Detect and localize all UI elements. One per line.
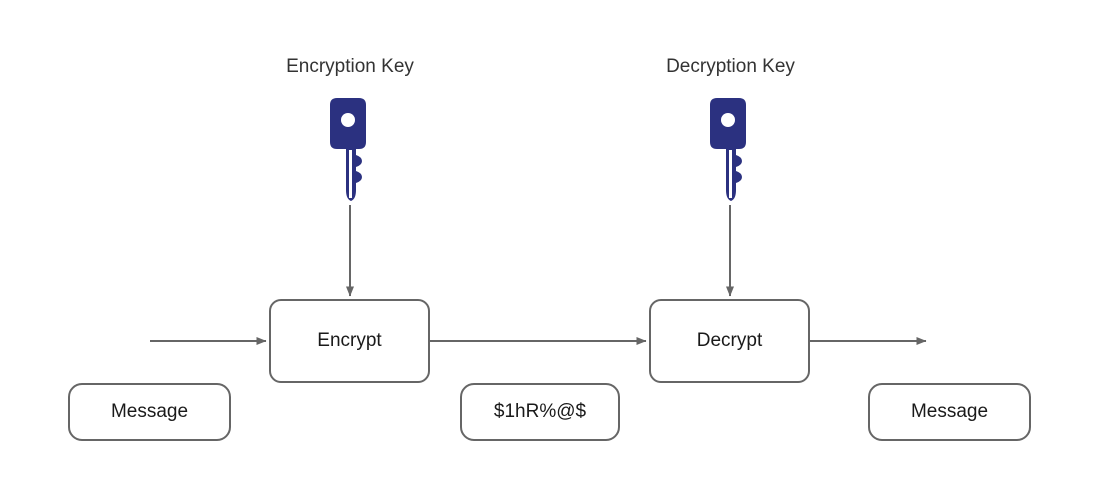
- key-icon: [330, 98, 372, 213]
- encryption-key-label: Encryption Key: [286, 56, 414, 77]
- key-icon: [710, 98, 752, 213]
- decrypted-message-box[interactable]: Message: [868, 383, 1031, 441]
- decrypted-message-label: Message: [910, 401, 989, 422]
- ciphertext-label: $1hR%@$: [493, 401, 587, 422]
- plaintext-message-box[interactable]: Message: [68, 383, 231, 441]
- decrypt-process-box[interactable]: Decrypt: [649, 299, 810, 383]
- plaintext-message-label: Message: [110, 401, 189, 422]
- encrypt-process-label: Encrypt: [317, 330, 382, 351]
- decrypt-process-label: Decrypt: [696, 330, 763, 351]
- ciphertext-box[interactable]: $1hR%@$: [460, 383, 620, 441]
- encrypt-process-box[interactable]: Encrypt: [269, 299, 430, 383]
- decryption-key-label: Decryption Key: [666, 56, 795, 77]
